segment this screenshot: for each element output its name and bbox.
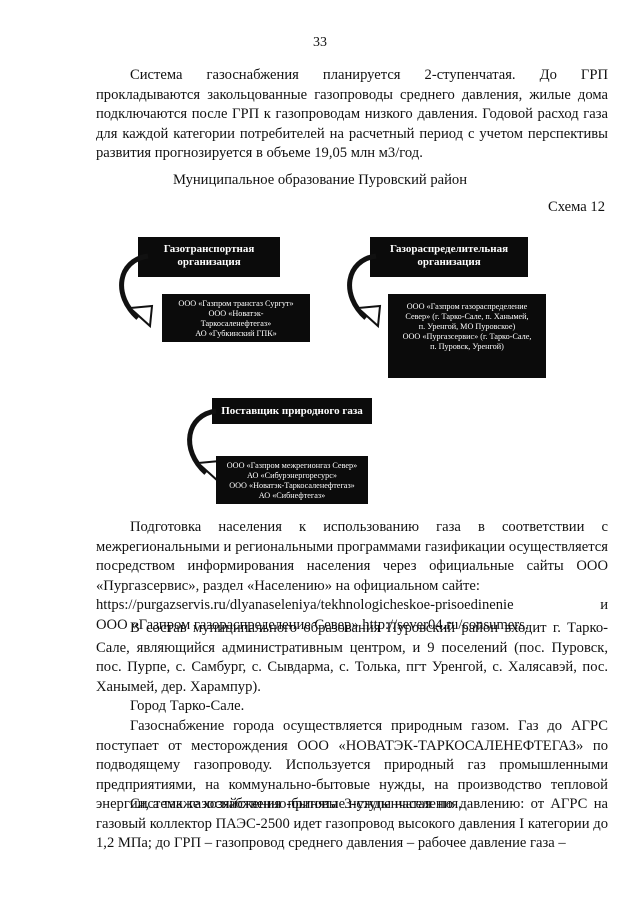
gas-transport-item: Таркосаленефтегаз»	[200, 319, 272, 328]
gas-supplier-title-box: Поставщик природного газа	[212, 398, 372, 424]
gas-distribution-list-box: ООО «Газпром газораспределение Север» (г…	[388, 294, 546, 378]
gas-distribution-title-line: Газораспределительная	[389, 243, 509, 255]
gas-supplier-title-line: Поставщик природного газа	[221, 405, 363, 417]
municipal-composition-paragraph: В состав муниципального образования Пуро…	[96, 620, 608, 695]
gas-transport-title-line: Газотранспортная	[163, 243, 255, 255]
paragraph-tail: ООО «Газпром газораспределение Север» ht…	[96, 616, 529, 633]
purgazservis-link[interactable]: https://purgazservis.ru/dlyanaseleniya/t…	[96, 597, 514, 614]
gas-supplier-item: ООО «Газпром межрегионгаз Север»	[226, 461, 358, 470]
gas-supplier-item: АО «Сибнефтегаз»	[258, 491, 326, 500]
tarko-sale-heading: Город Тарко-Сале.	[130, 698, 245, 714]
gas-distribution-item: п. Уренгой, МО Пуровское)	[418, 322, 516, 331]
intro-paragraph: Система газоснабжения планируется 2-ступ…	[96, 67, 608, 162]
scheme-label: Схема 12	[548, 199, 605, 215]
paragraph-text: Подготовка населения к использованию газ…	[96, 519, 608, 594]
gas-transport-title-line: организация	[177, 256, 241, 268]
gas-supply-paragraph: Газоснабжение города осуществляется прир…	[96, 718, 608, 813]
gas-distribution-item: ООО «Пургазсервис» (г. Тарко-Сале,	[402, 332, 532, 341]
scheme-caption: Муниципальное образование Пуровский райо…	[172, 172, 468, 188]
gas-transport-item: ООО «Газпром трансгаз Сургут»	[178, 299, 294, 308]
curved-arrow-icon	[119, 253, 154, 329]
conjunction-text: и	[600, 597, 608, 614]
url-row: https://purgazservis.ru/dlyanaseleniya/t…	[96, 596, 608, 616]
curved-arrow-icon	[347, 253, 382, 329]
gas-supplier-list-box: ООО «Газпром межрегионгаз Север» АО «Сиб…	[216, 456, 368, 504]
gas-distribution-item: Север» (г. Тарко-Сале, п. Ханымей,	[405, 312, 529, 321]
gas-transport-title-box: Газотранспортная организация	[138, 237, 280, 277]
gas-distribution-title-box: Газораспределительная организация	[370, 237, 528, 277]
page-number: 33	[313, 35, 327, 50]
gas-transport-item: ООО «Новатэк-	[208, 309, 264, 318]
gas-transport-item: АО «Губкинский ГПК»	[195, 329, 277, 338]
gas-distribution-item: п. Пуровск, Уренгой)	[430, 342, 504, 351]
gas-transport-list-box: ООО «Газпром трансгаз Сургут» ООО «Новат…	[162, 294, 310, 342]
gas-distribution-title-line: организация	[417, 256, 481, 268]
population-preparation-paragraph: Подготовка населения к использованию газ…	[96, 518, 608, 636]
gas-supplier-item: АО «Сибурэнергоресурс»	[247, 471, 337, 480]
gas-supplier-item: ООО «Новатэк-Таркосаленефтегаз»	[229, 481, 355, 490]
gas-distribution-item: ООО «Газпром газораспределение	[406, 302, 528, 311]
gas-system-paragraph: Система газоснабжения принята 3-ступенча…	[96, 796, 608, 852]
